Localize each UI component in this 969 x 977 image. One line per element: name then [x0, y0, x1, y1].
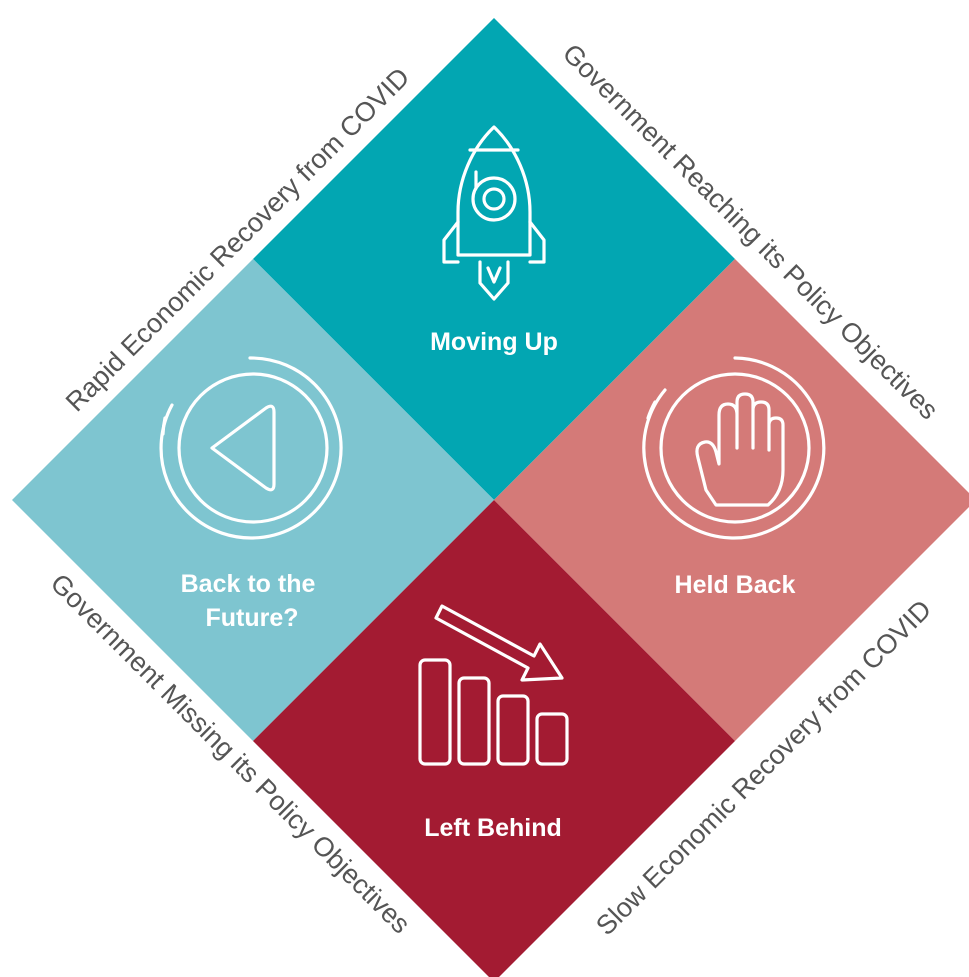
moving-up-label: Moving Up: [430, 328, 558, 356]
held-back-label: Held Back: [675, 571, 796, 599]
declining-bar-chart-icon: [418, 604, 569, 766]
back-arrow-circle-icon: [159, 356, 343, 540]
back-to-the-future-label-line2: Future?: [205, 604, 298, 632]
stop-hand-icon: [642, 356, 826, 540]
left-behind-label: Left Behind: [424, 814, 562, 842]
back-to-the-future-label-line1: Back to the: [181, 570, 316, 598]
rocket-icon: [442, 125, 546, 301]
quadrant-left-behind: [253, 500, 735, 977]
quadrant-held-back: [494, 259, 969, 741]
